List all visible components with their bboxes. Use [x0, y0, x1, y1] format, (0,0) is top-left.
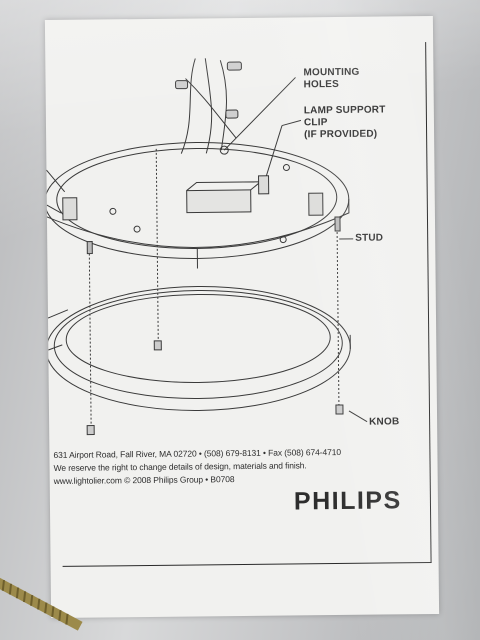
clip-icon: [62, 197, 78, 221]
fixture-exploded-diagram: [44, 58, 368, 436]
lamp-support-clip-icon: [258, 175, 270, 195]
knob-icon: [153, 340, 162, 351]
knob-icon: [335, 404, 344, 415]
stud-icon: [334, 216, 341, 232]
wire-nut-icon: [226, 61, 242, 71]
callout-mounting-holes: MOUNTING HOLES: [303, 66, 360, 91]
footer-web-copyright: www.lightolier.com © 2008 Philips Group …: [53, 474, 235, 486]
brand-logo: PHILIPS: [293, 486, 402, 516]
mounting-hole-icon: [219, 145, 229, 155]
clip-icon: [308, 192, 324, 216]
instruction-sheet: MOUNTING HOLES LAMP SUPPORT CLIP (IF PRO…: [44, 15, 440, 619]
screw-icon: [0, 577, 83, 631]
stud-icon: [86, 241, 93, 255]
wire-nut-icon: [225, 109, 239, 119]
callout-knob: KNOB: [369, 416, 400, 428]
callout-lamp-support-clip: LAMP SUPPORT CLIP (IF PROVIDED): [303, 104, 386, 141]
callout-stud: STUD: [355, 232, 384, 244]
wire-nut-icon: [175, 80, 189, 90]
ballast-box-icon: [186, 189, 252, 214]
knob-icon: [86, 425, 95, 436]
